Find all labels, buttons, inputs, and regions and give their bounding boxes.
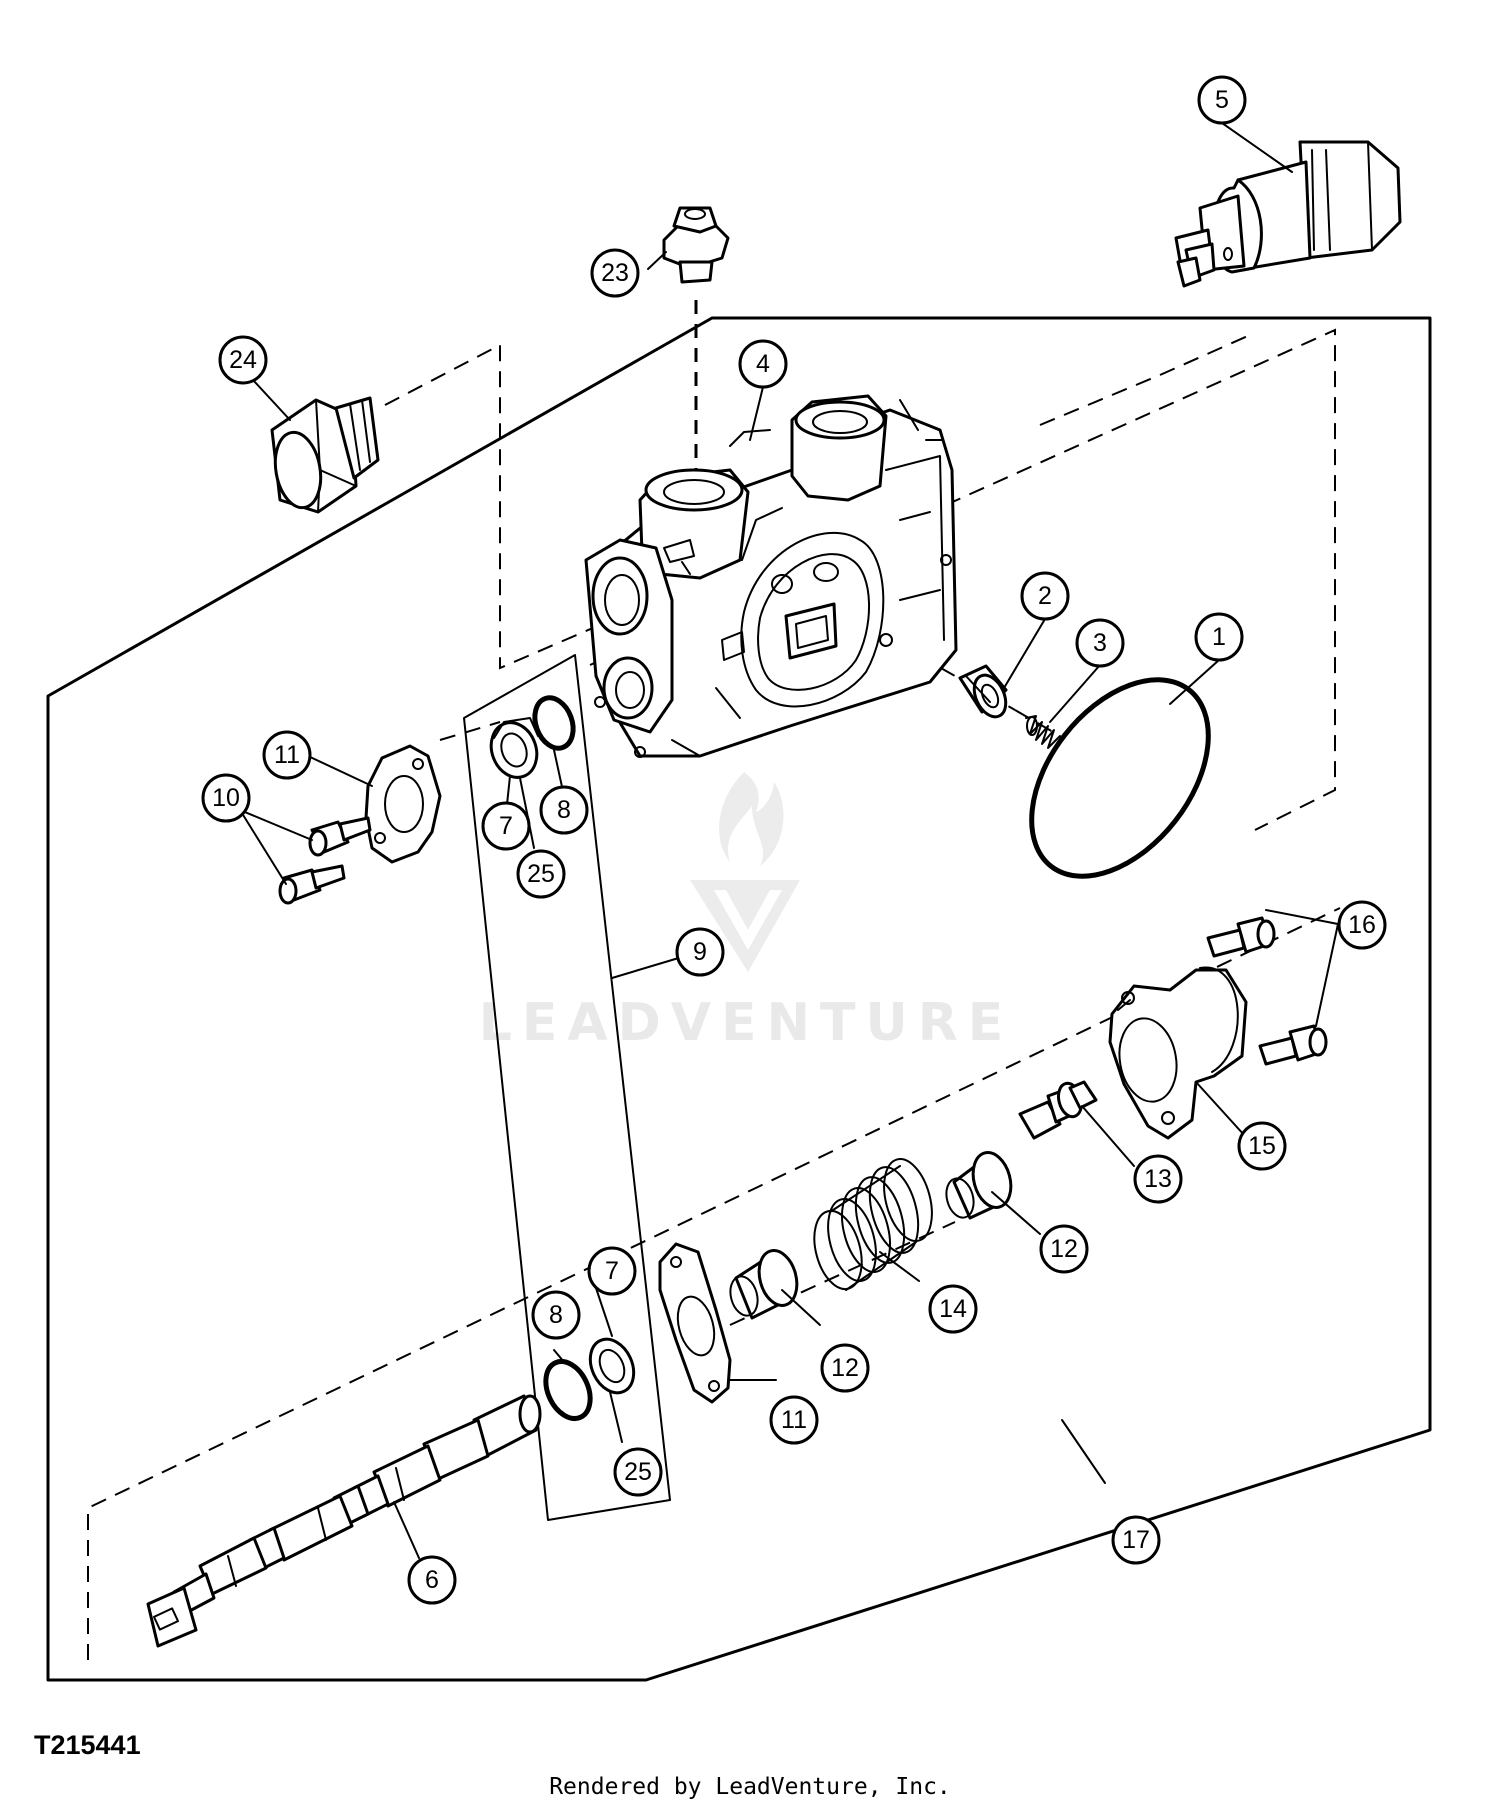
callout-23: 23 [590, 248, 640, 298]
svg-text:7: 7 [605, 1257, 619, 1285]
svg-text:12: 12 [1050, 1235, 1078, 1263]
part-10-screws [278, 816, 372, 905]
part-15-end-cap [1108, 966, 1248, 1140]
callout-8-lower: 8 [531, 1290, 581, 1340]
svg-text:24: 24 [229, 346, 257, 374]
callout-8-upper: 8 [539, 785, 589, 835]
upper-seals [489, 695, 576, 779]
seal-kit-bracket [463, 654, 671, 1521]
callout-3: 3 [1075, 618, 1125, 668]
figure-id: T215441 [34, 1730, 141, 1760]
callout-13: 13 [1133, 1154, 1183, 1204]
render-credit-footer: Rendered by LeadVenture, Inc. [549, 1774, 951, 1800]
svg-text:9: 9 [693, 938, 707, 966]
callout-14: 14 [928, 1284, 978, 1334]
callout-6: 6 [407, 1555, 457, 1605]
callout-4: 4 [738, 339, 788, 389]
callout-9: 9 [675, 927, 725, 977]
part-11-upper-flange [364, 744, 442, 864]
svg-text:8: 8 [549, 1301, 563, 1329]
callout-25-upper: 25 [516, 849, 566, 899]
part-16-screws [1206, 916, 1328, 1066]
svg-text:15: 15 [1248, 1132, 1276, 1160]
svg-text:16: 16 [1348, 911, 1376, 939]
svg-text:25: 25 [624, 1458, 652, 1486]
svg-text:6: 6 [425, 1566, 439, 1594]
leadventure-watermark: LEADVENTURE [479, 772, 1014, 1053]
svg-text:11: 11 [781, 1406, 807, 1434]
callout-15: 15 [1237, 1121, 1287, 1171]
part-24-plug [270, 396, 380, 514]
callout-7-lower: 7 [587, 1246, 637, 1296]
callout-11-lower: 11 [769, 1395, 819, 1445]
part-12-upper-seat [945, 1151, 1013, 1220]
assembly-boundary [46, 316, 1432, 1682]
svg-text:17: 17 [1122, 1526, 1150, 1554]
part-12-lower-seat [729, 1249, 799, 1320]
callout-2: 2 [1020, 571, 1070, 621]
leader-lines [239, 122, 1339, 1559]
watermark-text: LEADVENTURE [479, 993, 1014, 1053]
part-5-relief-valve [1174, 140, 1402, 288]
callout-5: 5 [1197, 75, 1247, 125]
svg-text:1: 1 [1212, 623, 1226, 651]
callout-25-lower: 25 [613, 1447, 663, 1497]
part-13-spring-guide [1018, 1080, 1098, 1140]
callout-10: 10 [201, 773, 251, 823]
callout-12-upper: 12 [1039, 1224, 1089, 1274]
callout-11-upper: 11 [262, 730, 312, 780]
svg-text:4: 4 [756, 350, 770, 378]
part-6-spool [146, 1394, 542, 1648]
svg-text:12: 12 [831, 1354, 859, 1382]
callout-1: 1 [1194, 612, 1244, 662]
svg-text:5: 5 [1215, 86, 1229, 114]
callout-16: 16 [1337, 900, 1387, 950]
svg-text:25: 25 [527, 860, 555, 888]
svg-text:7: 7 [499, 812, 513, 840]
callout-12-lower: 12 [820, 1343, 870, 1393]
part-1-oring [1029, 677, 1211, 879]
part-3-spring [1025, 715, 1061, 749]
callout-24: 24 [218, 335, 268, 385]
part-2-sleeve [958, 664, 1008, 719]
part-11-lower-flange [658, 1242, 732, 1404]
callout-7-upper: 7 [481, 801, 531, 851]
part-23-fitting [662, 206, 730, 284]
part-14-main-spring [813, 1158, 933, 1291]
svg-text:3: 3 [1093, 629, 1107, 657]
svg-text:23: 23 [601, 259, 629, 287]
svg-text:13: 13 [1144, 1165, 1172, 1193]
callout-17: 17 [1111, 1515, 1161, 1565]
svg-text:14: 14 [939, 1295, 967, 1323]
svg-text:8: 8 [557, 796, 571, 824]
lower-seals [543, 1337, 636, 1421]
svg-text:11: 11 [274, 741, 300, 769]
svg-text:10: 10 [212, 784, 240, 812]
svg-text:2: 2 [1038, 582, 1052, 610]
part-4-valve-housing [584, 394, 958, 758]
